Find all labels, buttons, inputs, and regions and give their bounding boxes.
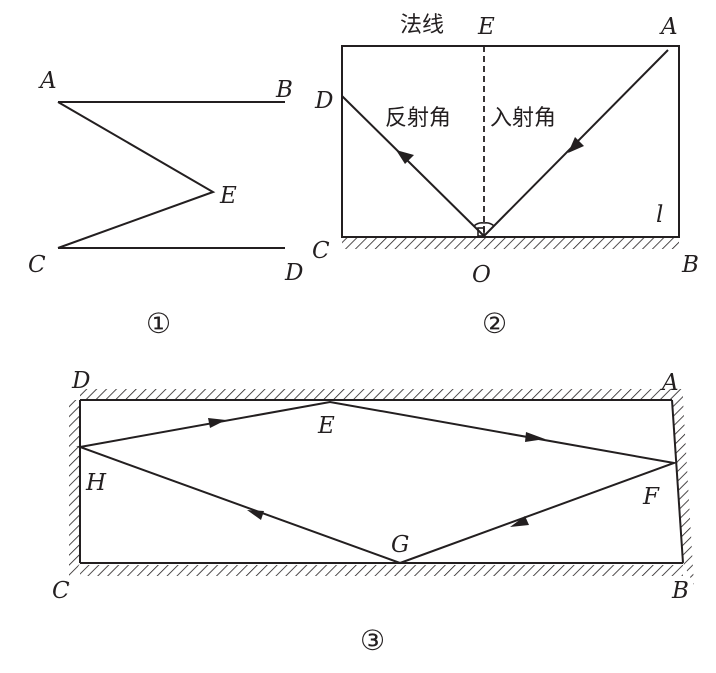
fig2-label-l: l: [656, 202, 663, 228]
fig3-label-B: B: [671, 578, 689, 604]
incident-angle-arc: [483, 222, 495, 227]
fig3-label-C: C: [52, 578, 70, 604]
label-incident-angle: 入射角: [490, 106, 556, 131]
fig3-label-D: D: [71, 368, 90, 394]
fig1-label-D: D: [284, 260, 303, 286]
path-AEC: [57, 101, 216, 249]
fig1-label-C: C: [28, 252, 46, 278]
fig2-label-C: C: [312, 238, 330, 264]
mirror-hatch-bottom: [342, 238, 679, 249]
reflect-angle-arc: [473, 222, 485, 227]
mirror-AB: [671, 399, 684, 564]
fig1-label-E: E: [219, 183, 237, 209]
fig2-label-A: A: [659, 14, 678, 40]
light-path-HEFG: [76, 400, 678, 565]
fig1-label-A: A: [38, 68, 57, 94]
incident-arrow: [568, 137, 584, 153]
figure-2: 法线 E A D 反射角 入射角 l C O B ②: [312, 13, 699, 340]
fig1-caption: ①: [146, 307, 171, 340]
arrow-GH: [247, 510, 264, 520]
label-reflect-angle: 反射角: [385, 106, 451, 131]
mirror-hatch-right: [672, 400, 694, 585]
fig1-label-B: B: [275, 77, 293, 103]
figure-1: A B E C D ①: [28, 68, 303, 340]
label-normal: 法线: [400, 13, 444, 38]
right-angle-mark: [477, 227, 485, 237]
fig2-caption: ②: [482, 307, 507, 340]
reflected-arrow: [396, 150, 414, 164]
arrow-EF: [525, 432, 545, 442]
fig3-label-H: H: [85, 470, 107, 496]
fig2-label-D: D: [314, 88, 333, 114]
figure-3: D A E H F G C B ③: [52, 368, 694, 657]
fig2-frame: [341, 45, 680, 238]
fig3-label-A: A: [660, 370, 679, 396]
fig2-label-E: E: [477, 14, 495, 40]
mirror-hatch-top: [80, 389, 683, 400]
mirror-hatch-bottom-3: [80, 565, 683, 576]
arrow-FG: [510, 516, 529, 527]
reflected-ray: [341, 95, 485, 237]
fig3-label-F: F: [642, 484, 660, 510]
arrow-HE: [208, 418, 226, 428]
fig3-label-E: E: [317, 413, 335, 439]
fig3-label-G: G: [391, 532, 409, 558]
fig3-caption: ③: [360, 624, 385, 657]
fig2-label-O: O: [472, 262, 491, 288]
fig2-label-B: B: [681, 252, 699, 278]
mirror-hatch-left: [69, 400, 80, 585]
